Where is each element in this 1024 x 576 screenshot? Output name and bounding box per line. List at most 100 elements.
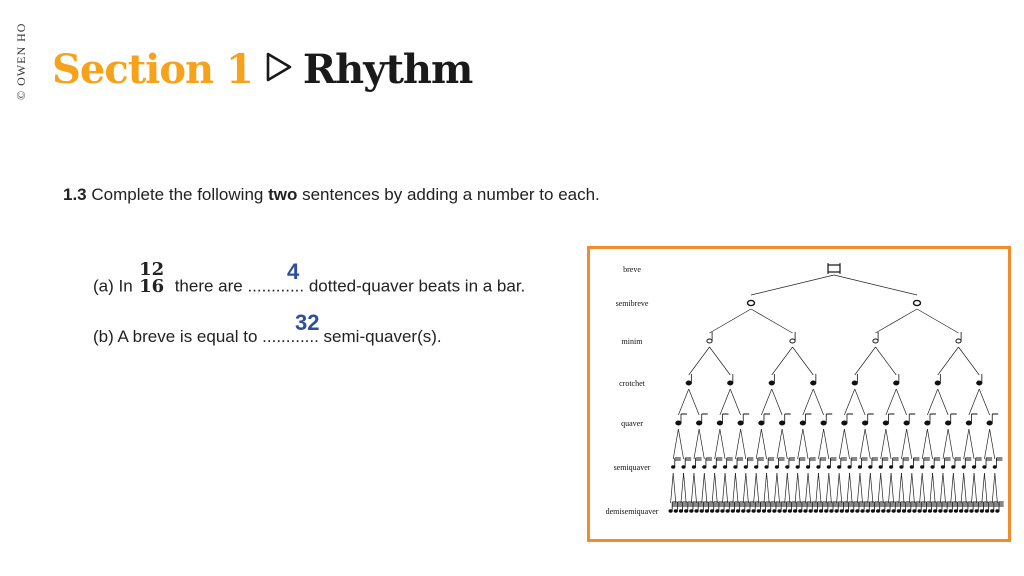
note-demisemiquaver [938, 509, 943, 513]
tree-branch [991, 472, 996, 504]
note-semiquaver [774, 465, 780, 469]
note-demisemiquaver [870, 509, 876, 513]
note-demisemiquaver [673, 509, 678, 513]
tree-branch [807, 472, 812, 504]
tree-branch [732, 472, 736, 504]
tree-branch [950, 472, 954, 504]
note-quaver [903, 420, 910, 426]
tree-branch [838, 428, 845, 460]
note-demisemiquaver [964, 509, 969, 513]
tree-branch [994, 472, 998, 504]
tree-branch [984, 472, 988, 504]
tree-branch [968, 388, 980, 416]
note-semiquaver [722, 465, 728, 469]
note-demisemiquaver [984, 509, 990, 513]
tree-branch [794, 472, 799, 504]
note-semiquaver [785, 465, 790, 469]
note-semiquaver [961, 465, 966, 469]
tree-branch [693, 472, 697, 504]
note-demisemiquaver [933, 509, 938, 513]
note-quaver [696, 420, 703, 426]
tree-branch [729, 388, 741, 416]
tree-branch [797, 428, 804, 460]
tree-branch [735, 472, 739, 504]
note-quaver [862, 420, 869, 426]
note-quaver [924, 420, 931, 426]
tree-branch [864, 428, 871, 460]
note-crotchet [727, 380, 734, 386]
tree-branch [916, 308, 959, 334]
note-demisemiquaver [725, 509, 730, 513]
part-a-prefix: (a) In [93, 276, 133, 296]
note-demisemiquaver [839, 509, 844, 513]
note-demisemiquaver [943, 509, 948, 513]
tree-branch [714, 472, 718, 504]
note-demisemiquaver [875, 509, 881, 513]
tree-branch [802, 428, 809, 460]
note-demisemiquaver [896, 509, 901, 513]
tree-branch [849, 472, 853, 504]
note-semiquaver [971, 465, 977, 469]
note-semibreve [912, 299, 922, 307]
tree-branch [927, 428, 933, 460]
tree-branch [678, 388, 690, 416]
tree-branch [792, 346, 814, 376]
note-quaver [758, 420, 765, 426]
note-demisemiquaver [767, 509, 772, 513]
tree-branch [963, 428, 970, 460]
note-demisemiquaver [684, 509, 689, 513]
note-semiquaver [992, 465, 997, 469]
copyright-label: © OWEN HO [14, 22, 28, 100]
note-demisemiquaver [678, 509, 684, 513]
tree-branch [901, 472, 905, 504]
tree-branch [742, 472, 747, 504]
note-minim [706, 338, 713, 344]
note-quaver [986, 420, 993, 426]
tree-branch [939, 472, 944, 504]
tree-branch [761, 428, 767, 460]
tree-branch [880, 428, 887, 460]
tree-branch [709, 308, 752, 334]
tree-branch [784, 472, 788, 504]
note-demisemiquaver [891, 509, 896, 513]
note-quaver [737, 420, 744, 426]
play-triangle-icon [265, 46, 293, 93]
tree-branch [937, 346, 959, 376]
tree-branch [833, 274, 918, 296]
tree-branch [750, 274, 835, 296]
tree-branch [880, 472, 884, 504]
level-label-semibreve: semibreve [616, 299, 649, 308]
tree-branch [678, 428, 684, 460]
tree-branch [927, 388, 939, 416]
tree-branch [753, 472, 757, 504]
tree-branch [932, 472, 936, 504]
note-demisemiquaver [881, 509, 886, 513]
tree-branch [672, 472, 677, 504]
tree-branch [942, 472, 946, 504]
tree-branch [921, 472, 926, 504]
note-demisemiquaver [709, 509, 715, 513]
tree-branch [911, 472, 915, 504]
note-semiquaver [702, 465, 707, 469]
level-label-quaver: quaver [621, 419, 643, 428]
note-semiquaver [888, 465, 894, 469]
note-demisemiquaver [974, 509, 979, 513]
note-breve [827, 264, 841, 273]
tree-branch [802, 388, 814, 416]
note-semiquaver [951, 465, 956, 469]
note-demisemiquaver [704, 509, 710, 513]
note-demisemiquaver [694, 509, 699, 513]
tree-branch [921, 428, 928, 460]
note-demisemiquaver [756, 509, 761, 513]
note-demisemiquaver [995, 509, 1000, 513]
tree-branch [722, 472, 726, 504]
tree-branch [786, 472, 791, 504]
tree-branch [755, 472, 760, 504]
note-semiquaver [805, 465, 811, 469]
tree-branch [906, 428, 913, 460]
note-crotchet [810, 380, 817, 386]
note-minim [789, 338, 796, 344]
note-semiquaver [826, 465, 831, 469]
tree-branch [719, 388, 731, 416]
note-semiquaver [743, 465, 748, 469]
